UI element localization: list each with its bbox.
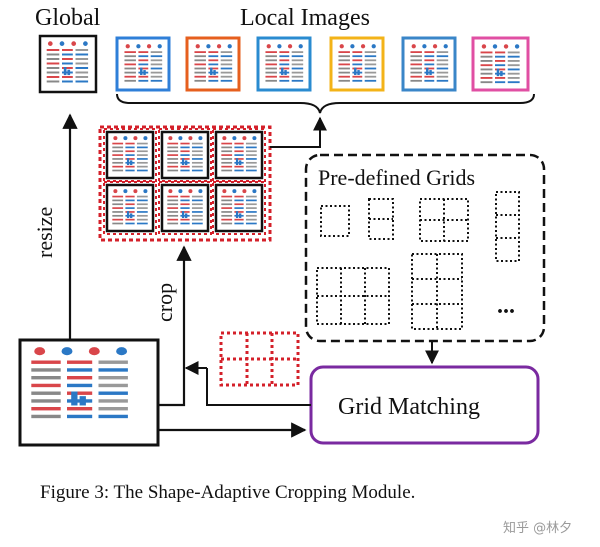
local-images-label: Local Images — [240, 5, 370, 31]
local-image-content — [338, 44, 377, 82]
local-image-3 — [256, 36, 312, 92]
local-image-2 — [185, 36, 241, 92]
local-image-1 — [115, 36, 171, 92]
cropped-tile — [212, 181, 266, 235]
cropped-tile-content — [167, 189, 203, 225]
grid-2x3 — [411, 253, 463, 330]
watermark: 知乎 @林夕 — [503, 520, 572, 536]
grid-1x3 — [495, 191, 520, 262]
local-image-4 — [329, 36, 385, 92]
grid-2x2 — [419, 198, 469, 242]
global-image — [38, 34, 98, 94]
cropped-tile-content — [112, 189, 148, 225]
cropped-tile — [103, 181, 157, 235]
local-images-brace — [116, 93, 535, 114]
resize-label: resize — [32, 207, 57, 258]
cropped-to-local-arrow — [270, 116, 327, 148]
cropped-tile — [212, 128, 266, 182]
cropped-tile-content — [167, 136, 203, 172]
matching-to-selected-arrow — [206, 368, 311, 406]
predefined-grids-box — [304, 153, 546, 343]
local-image-7 — [471, 36, 530, 92]
predefined-grid-shapes — [316, 191, 520, 330]
global-infographic — [46, 41, 89, 83]
cropped-tile — [103, 128, 157, 182]
local-image-content — [480, 44, 520, 84]
figure-caption: Figure 3: The Shape-Adaptive Cropping Mo… — [40, 482, 415, 503]
selected-grid — [219, 331, 300, 387]
cropped-set-boundary — [98, 125, 272, 242]
local-image-content — [265, 44, 304, 82]
cropped-tile-content — [112, 136, 148, 172]
cropped-tile-content — [221, 136, 257, 172]
local-image-content — [124, 44, 163, 82]
grid-3x2 — [316, 267, 390, 325]
grids-ellipsis: ... — [497, 293, 515, 319]
crop-label: crop — [152, 283, 177, 322]
cropped-tile — [158, 181, 212, 235]
local-image-content — [410, 44, 449, 82]
source-image — [18, 338, 160, 447]
local-images-row — [115, 36, 530, 92]
crop-arrow — [158, 245, 192, 407]
local-image-5 — [401, 36, 457, 92]
cropped-tile — [158, 128, 212, 182]
grid-1x2 — [368, 198, 394, 240]
source-infographic — [31, 347, 128, 419]
grid-1x1 — [320, 205, 350, 237]
grid-matching-label: Grid Matching — [338, 394, 480, 420]
predefined-grids-label: Pre-defined Grids — [318, 165, 475, 190]
global-label: Global — [35, 5, 101, 31]
cropped-tile-content — [221, 189, 257, 225]
local-image-content — [194, 44, 233, 82]
cropped-tiles — [103, 128, 266, 235]
